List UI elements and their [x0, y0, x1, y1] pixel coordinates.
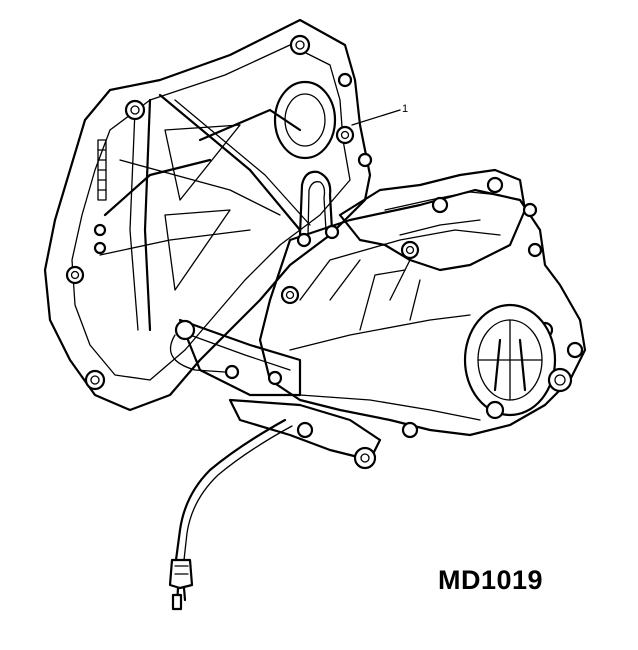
end-cover: [463, 303, 573, 420]
callout-1: 1: [351, 103, 408, 126]
breather-pipe: [296, 170, 340, 248]
bell-housing: [43, 18, 373, 412]
callout-label: 1: [402, 103, 408, 115]
figure-code: MD1019: [438, 565, 544, 595]
switch-and-harness: [168, 318, 419, 611]
